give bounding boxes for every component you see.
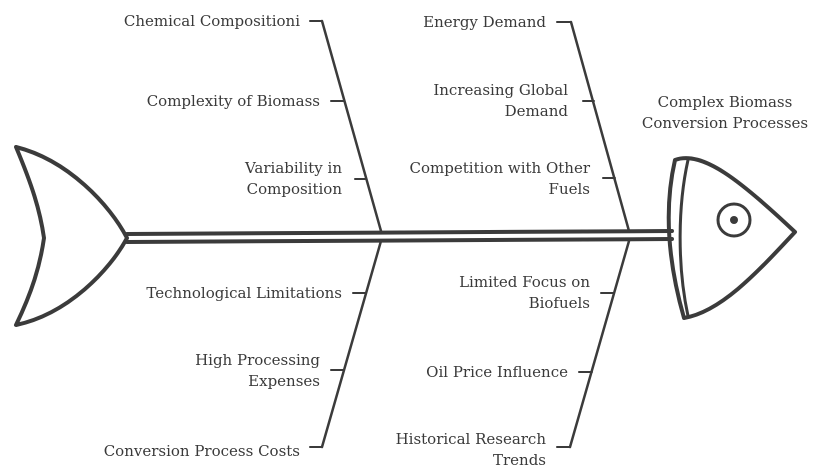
effect-label: Complex Biomass Conversion Processes: [641, 93, 809, 132]
cause-chemical-composition: Chemical Compositioni: [123, 12, 300, 30]
cause-limited-focus-on-biofuels: Limited Focus on Biofuels: [459, 273, 590, 312]
spine-line-lower: [125, 237, 674, 244]
eye-pupil: [730, 216, 738, 224]
rib-oil-policy: [568, 239, 631, 449]
fish-tail: [14, 145, 129, 327]
cause-conversion-process-costs: Conversion Process Costs: [103, 442, 300, 460]
fish-head: [666, 156, 797, 320]
head-gill-line: [678, 158, 690, 318]
cause-energy-demand: Energy Demand: [423, 13, 546, 31]
spine-line: [125, 229, 674, 236]
rib-chemical-composition: [320, 19, 383, 233]
rib-technological-limitations: [320, 239, 383, 449]
cause-oil-price-influence: Oil Price Influence: [426, 363, 568, 381]
cause-historical-research-trends: Historical Research Trends: [395, 430, 546, 469]
cause-competition-with-other-fuels: Competition with Other Fuels: [409, 159, 590, 198]
cause-complexity-of-biomass: Complexity of Biomass: [146, 92, 320, 110]
cause-variability-in-composition: Variability in Composition: [244, 159, 342, 198]
cause-high-processing-expenses: High Processing Expenses: [195, 351, 320, 390]
cause-technological-limitations: Technological Limitations: [146, 284, 342, 302]
cause-increasing-global-demand: Increasing Global Demand: [433, 81, 568, 120]
eye-icon: [716, 202, 752, 238]
rib-energy-demand: [569, 20, 631, 233]
